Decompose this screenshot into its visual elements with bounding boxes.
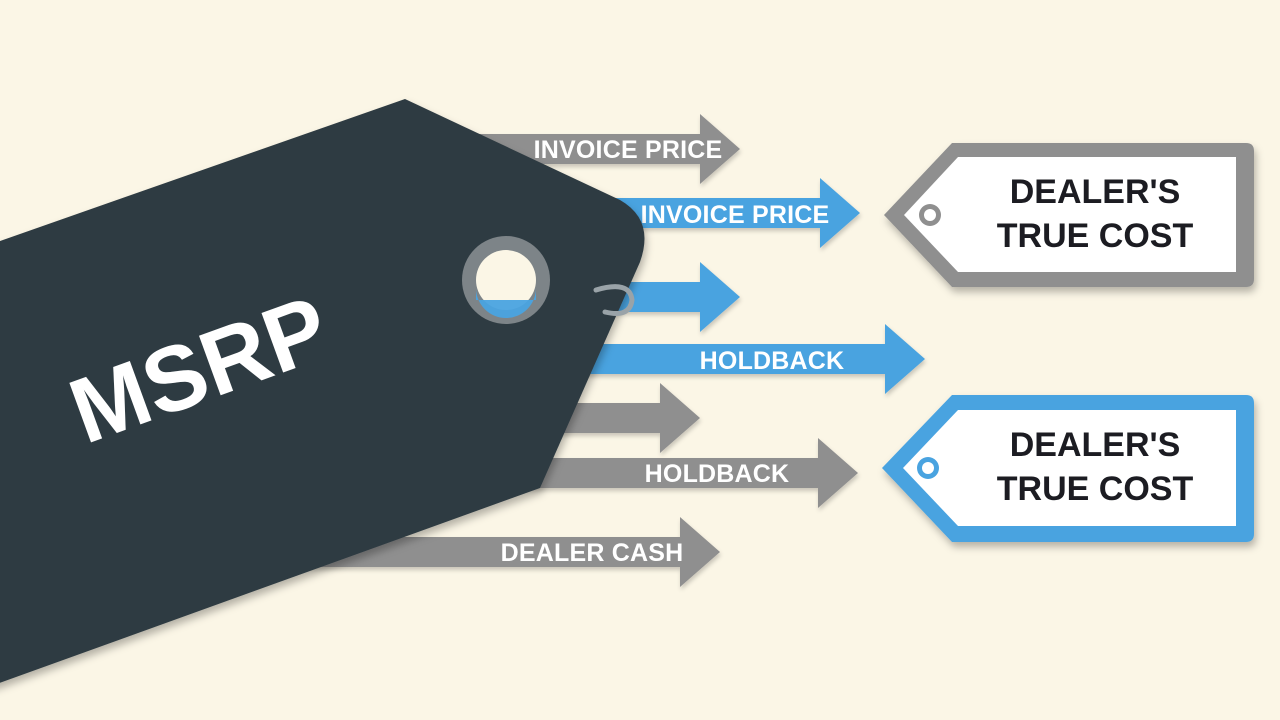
arrow-invoice-price-blue: INVOICE PRICE xyxy=(560,178,860,248)
result-tag-gray: DEALER'S TRUE COST xyxy=(884,143,1254,287)
arrow-label: HOLDBACK xyxy=(645,460,790,488)
result-tag-blue: DEALER'S TRUE COST xyxy=(882,395,1254,542)
tag-line-1: DEALER'S xyxy=(1010,426,1181,464)
arrow-label: HOLDBACK xyxy=(700,347,845,375)
tag-line-2: TRUE COST xyxy=(997,217,1194,255)
tag-hole xyxy=(476,250,536,310)
arrow-blank-gray xyxy=(480,383,700,453)
msrp-price-tag: MSRP xyxy=(0,99,645,683)
tag-face xyxy=(903,410,1236,526)
tag-hole-arrow-glimpse xyxy=(476,288,536,318)
tag-face xyxy=(904,157,1236,272)
tag-line-1: DEALER'S xyxy=(1010,173,1181,211)
tag-line-2: TRUE COST xyxy=(997,470,1194,508)
arrow-label: DEALER CASH xyxy=(501,539,684,567)
arrow-holdback-blue: HOLDBACK xyxy=(560,324,925,394)
arrow-dealer-cash-gray: DEALER CASH xyxy=(300,517,720,587)
arrow-invoice-price-gray: INVOICE PRICE xyxy=(420,114,740,184)
arrow-label: INVOICE PRICE xyxy=(641,201,830,229)
arrow-holdback-gray: HOLDBACK xyxy=(480,438,858,508)
tag-string-loop xyxy=(593,284,635,316)
arrow-label: INVOICE PRICE xyxy=(534,136,723,164)
